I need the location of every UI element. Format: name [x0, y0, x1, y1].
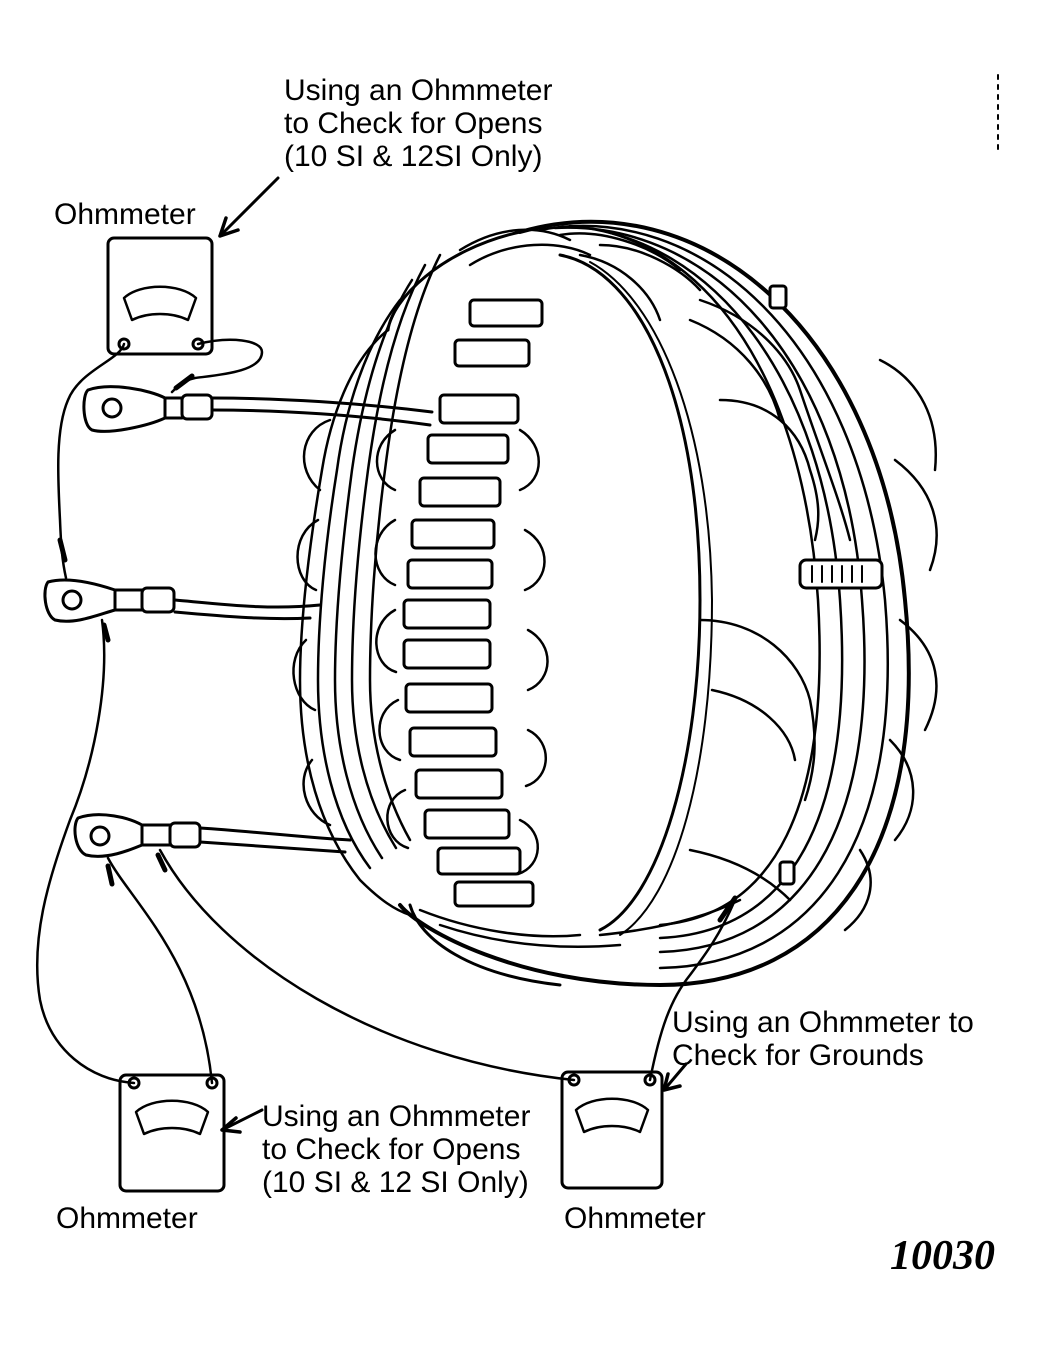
ohmmeter-bottom-left	[118, 1073, 226, 1193]
top-opens-caption: Using an Ohmmeter to Check for Opens (10…	[284, 74, 552, 173]
bottom-opens-caption: Using an Ohmmeter to Check for Opens (10…	[262, 1100, 530, 1199]
caption-line: Check for Grounds	[672, 1039, 924, 1072]
stator-inner-bore	[558, 253, 713, 936]
caption-line: (10 SI & 12 SI Only)	[262, 1166, 529, 1199]
ohmmeter-bottom-right	[560, 1070, 664, 1190]
caption-line: to Check for Opens	[284, 107, 543, 140]
caption-line: Using an Ohmmeter to	[672, 1006, 974, 1039]
ohmmeter-top	[106, 236, 214, 356]
stator-windings	[292, 228, 938, 949]
stator-leads	[113, 393, 434, 854]
caption-line: Using an Ohmmeter	[284, 74, 553, 107]
caption-line: to Check for Opens	[262, 1133, 521, 1166]
terminal-top	[82, 385, 167, 433]
caption-line: (10 SI & 12SI Only)	[284, 140, 543, 173]
lead-terminals	[43, 385, 167, 858]
stator-core	[386, 219, 911, 987]
bottom-left-ohmmeter-label: Ohmmeter	[56, 1202, 198, 1235]
caption-line: Using an Ohmmeter	[262, 1100, 531, 1133]
arrow-bottom-left	[220, 1108, 264, 1132]
test-wires	[35, 338, 738, 1085]
stator-teeth	[402, 298, 544, 908]
grounds-caption: Using an Ohmmeter to Check for Grounds	[672, 1006, 974, 1072]
bottom-right-ohmmeter-label: Ohmmeter	[564, 1202, 706, 1235]
figure-number: 10030	[890, 1233, 995, 1279]
arrow-top	[218, 176, 280, 238]
arrow-grounds	[662, 1062, 688, 1092]
top-ohmmeter-label: Ohmmeter	[54, 198, 196, 231]
callout-arrows	[218, 176, 688, 1134]
